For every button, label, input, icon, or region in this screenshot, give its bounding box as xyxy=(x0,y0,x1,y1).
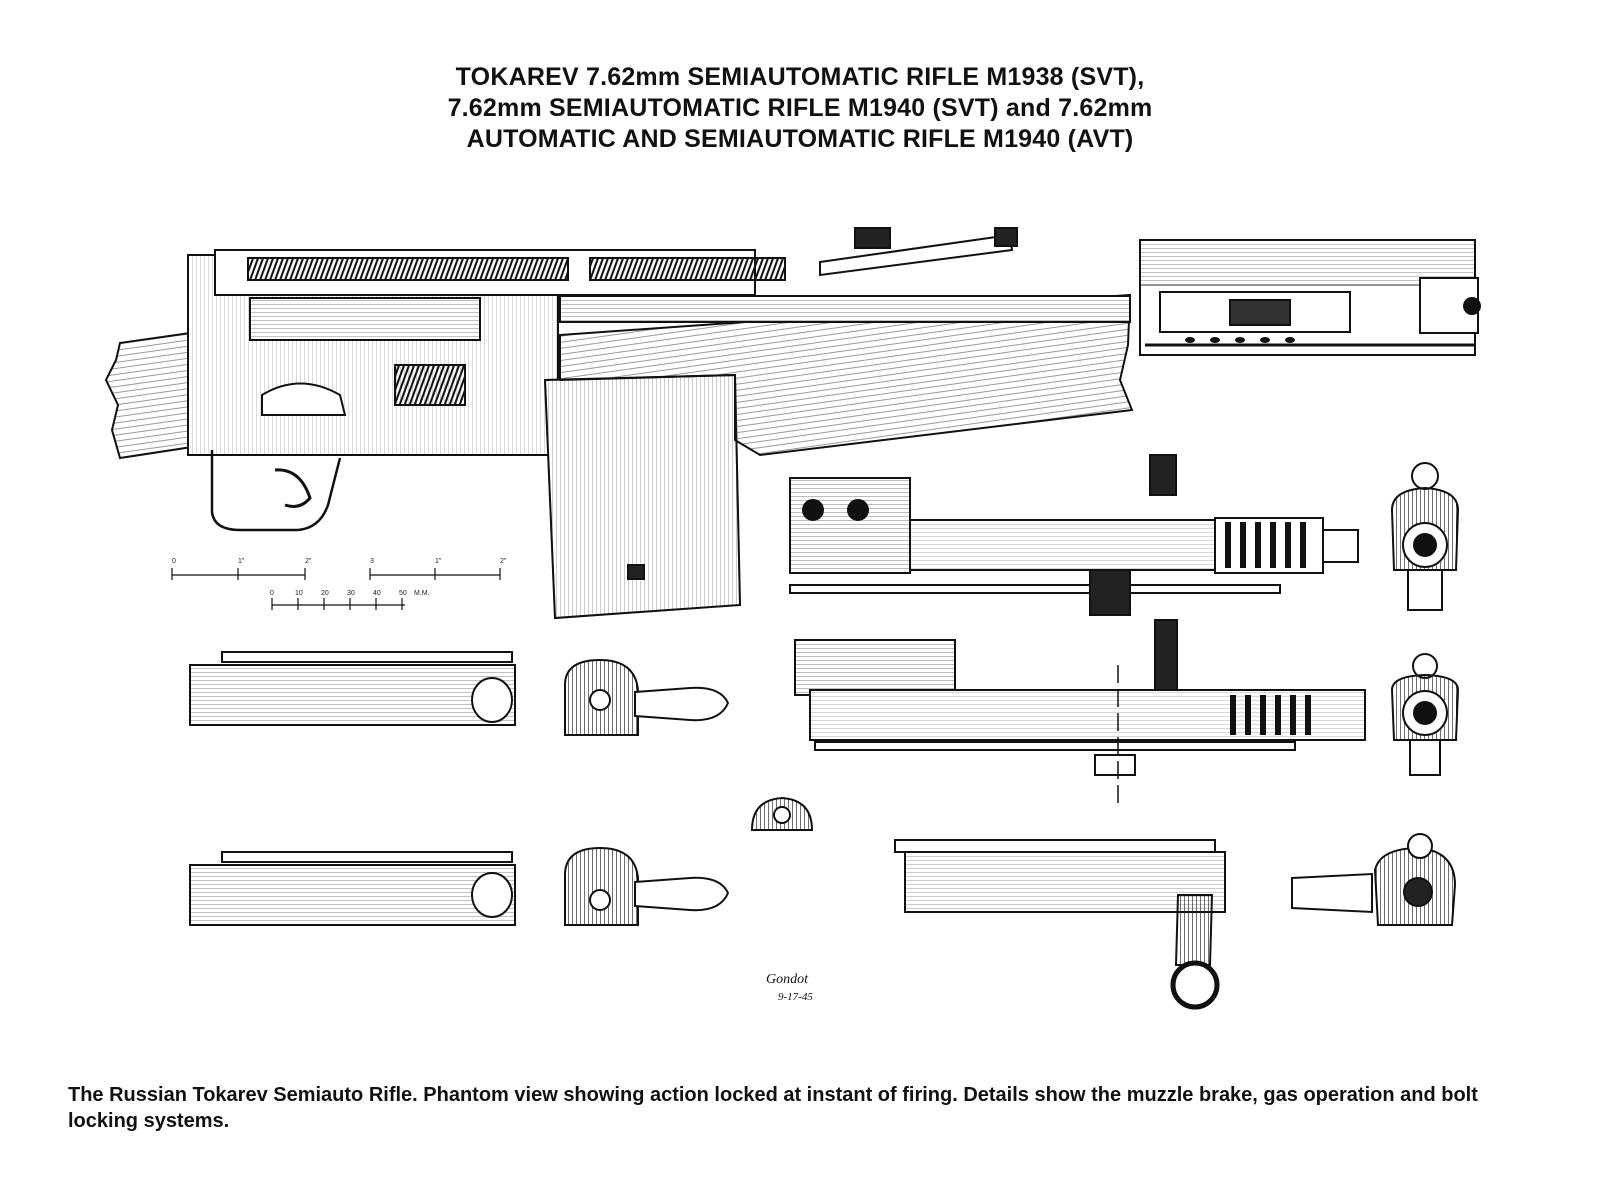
front-sight-post xyxy=(1154,619,1178,691)
bolt-carrier-detail-1 xyxy=(189,651,516,726)
small-part-detail xyxy=(750,796,814,831)
artist-signature: Gondot 9-17-45 xyxy=(766,972,813,1003)
cleaning-rod xyxy=(789,584,1281,594)
inch-tick-0: 0 xyxy=(172,558,176,565)
operating-handle xyxy=(1174,894,1214,966)
recoil-spring-front xyxy=(589,257,786,281)
title-line-1: TOKAREV 7.62mm SEMIAUTOMATIC RIFLE M1938… xyxy=(455,63,1145,91)
bolt-carrier-detail-2 xyxy=(189,851,516,926)
locking-piece-detail-2 xyxy=(564,846,730,926)
title-line-2: 7.62mm SEMIAUTOMATIC RIFLE M1940 (SVT) a… xyxy=(447,94,1153,122)
hammer xyxy=(261,382,347,416)
inch-tick-3: 3 xyxy=(370,558,374,565)
figure-caption: The Russian Tokarev Semiauto Rifle. Phan… xyxy=(68,1084,1478,1132)
cleaning-rod-2 xyxy=(814,741,1296,751)
inch-scale: 0 1" 2" 3 1" 2" xyxy=(171,558,507,580)
mm-tick-20: 20 xyxy=(321,590,329,597)
locking-piece-detail-1 xyxy=(564,658,730,736)
locking-piece-detail-3 xyxy=(1291,833,1457,926)
rifle-phantom-view xyxy=(104,227,1481,620)
muzzle-brake xyxy=(1214,517,1324,574)
mm-tick-30: 30 xyxy=(347,590,355,597)
gas-cylinder-detail-upper xyxy=(789,454,1359,616)
gas-cylinder-detail-lower xyxy=(794,619,1366,805)
mm-tick-0: 0 xyxy=(270,590,274,597)
millimeter-scale: 0 10 20 30 40 50 M.M. xyxy=(270,590,430,610)
signature-date: 9-17-45 xyxy=(778,991,813,1003)
recoil-spring-rear xyxy=(247,257,569,281)
bolt-detail-lower xyxy=(894,839,1226,1010)
inch-tick-1: 1" xyxy=(238,558,245,565)
title-line-3: AUTOMATIC AND SEMIAUTOMATIC RIFLE M1940 … xyxy=(466,125,1134,153)
inch-tick-5: 2" xyxy=(500,558,507,565)
muzzle-end-view-1 xyxy=(1390,462,1460,611)
trigger xyxy=(274,468,312,508)
hammer-spring xyxy=(394,364,466,406)
muzzle-end-view-2 xyxy=(1390,653,1460,776)
trigger-guard xyxy=(210,450,342,532)
mm-tick-50: 50 xyxy=(399,590,407,597)
inch-tick-4: 1" xyxy=(435,558,442,565)
bayonet-lug xyxy=(1149,454,1177,496)
rear-sight xyxy=(819,233,1014,277)
signature-name: Gondot xyxy=(766,972,809,987)
mm-unit: M.M. xyxy=(414,590,430,597)
mm-tick-40: 40 xyxy=(373,590,381,597)
inch-tick-2: 2" xyxy=(305,558,312,565)
mm-tick-10: 10 xyxy=(295,590,303,597)
diagram-title: TOKAREV 7.62mm SEMIAUTOMATIC RIFLE M1938… xyxy=(0,62,1600,155)
